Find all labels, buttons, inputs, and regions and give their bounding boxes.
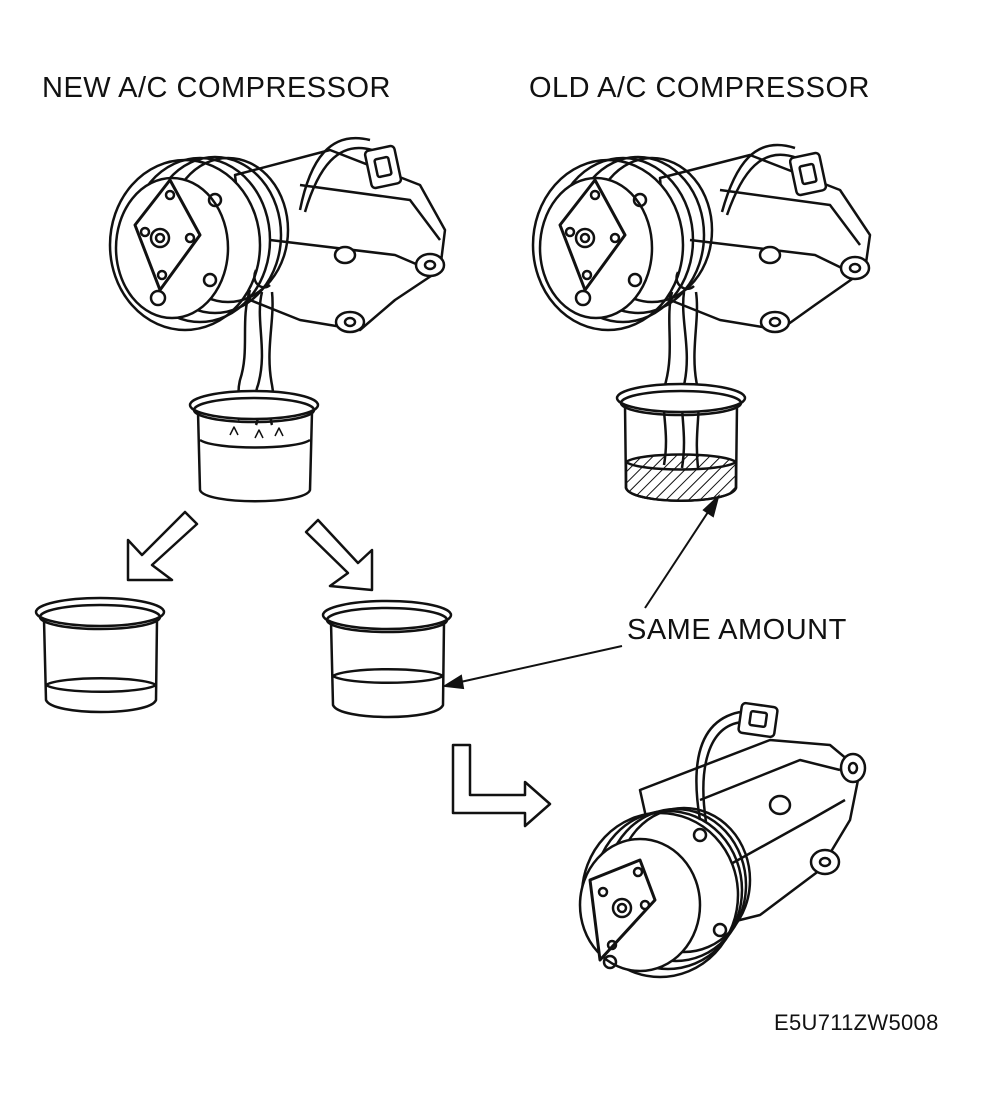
right-lower-beaker	[321, 599, 453, 719]
old-compressor-illustration	[531, 143, 872, 502]
left-lower-beaker	[34, 596, 166, 714]
installed-compressor-illustration	[578, 701, 867, 979]
new-compressor-illustration	[108, 136, 447, 503]
old-compressor-title: OLD A/C COMPRESSOR	[529, 72, 870, 104]
figure-code: E5U711ZW5008	[774, 1010, 939, 1035]
install-arrow	[451, 743, 552, 828]
split-arrows	[126, 510, 374, 592]
same-amount-label: SAME AMOUNT	[627, 614, 847, 646]
new-compressor-title: NEW A/C COMPRESSOR	[42, 72, 391, 104]
same-amount-pointers	[442, 493, 720, 690]
